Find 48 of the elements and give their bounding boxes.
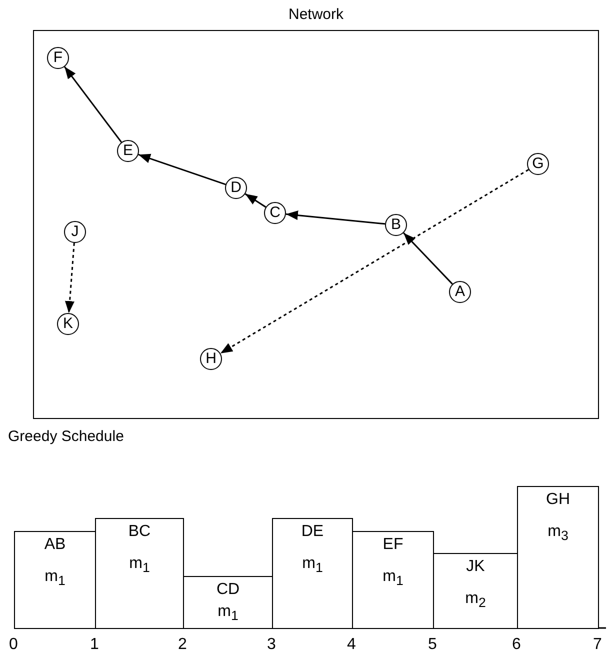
task-label: JK	[465, 558, 486, 576]
machine-label: m$_{3}$	[546, 523, 570, 544]
tick-label: 3	[267, 636, 276, 654]
machine-label: m$_{1}$	[301, 555, 324, 576]
machine-label: m$_{2}$	[464, 590, 487, 610]
node-circle: D	[225, 177, 247, 199]
node-circle: G	[527, 153, 549, 175]
arrow	[138, 154, 226, 186]
tick-label: 7	[593, 636, 602, 654]
tick-label: 6	[512, 636, 521, 654]
tick-label: 5	[428, 636, 437, 654]
node-circle: A	[449, 281, 471, 303]
arrow	[220, 169, 529, 354]
machine-label: m$_{1}$	[128, 555, 151, 576]
task-label: AB	[43, 536, 67, 554]
arrow	[403, 232, 453, 285]
schedule-block	[95, 518, 184, 629]
node-circle: H	[200, 348, 222, 370]
arrow	[244, 193, 266, 208]
arrow	[286, 210, 386, 225]
tick-label: 2	[178, 636, 187, 654]
tick-label: 1	[90, 636, 99, 654]
schedule-block	[517, 486, 599, 629]
schedule-block	[433, 553, 518, 629]
machine-label: m$_{1}$	[44, 568, 66, 588]
schedule-block	[352, 531, 434, 629]
panel-title: Network	[287, 6, 344, 23]
task-label: CD	[215, 581, 241, 599]
task-label: GH	[545, 491, 571, 509]
node-circle: E	[117, 140, 139, 162]
machine-label: m$_{1}$	[216, 603, 240, 624]
node-circle: K	[57, 313, 79, 335]
section-title: Greedy Schedule	[8, 428, 124, 445]
schedule-block	[272, 518, 353, 629]
tick-label: 0	[9, 636, 18, 654]
node-circle: B	[385, 214, 407, 236]
node-circle: F	[47, 47, 69, 69]
tick-label: 4	[347, 636, 356, 654]
task-label: DE	[300, 523, 325, 541]
arrow	[64, 66, 122, 143]
arrow	[64, 242, 75, 314]
machine-label: m$_{1}$	[382, 568, 404, 588]
schedule-block	[183, 576, 273, 629]
task-label: EF	[382, 536, 404, 554]
node-circle: C	[264, 202, 286, 224]
node-circle: J	[64, 221, 86, 243]
task-label: BC	[127, 523, 152, 541]
schedule-block	[14, 531, 96, 629]
